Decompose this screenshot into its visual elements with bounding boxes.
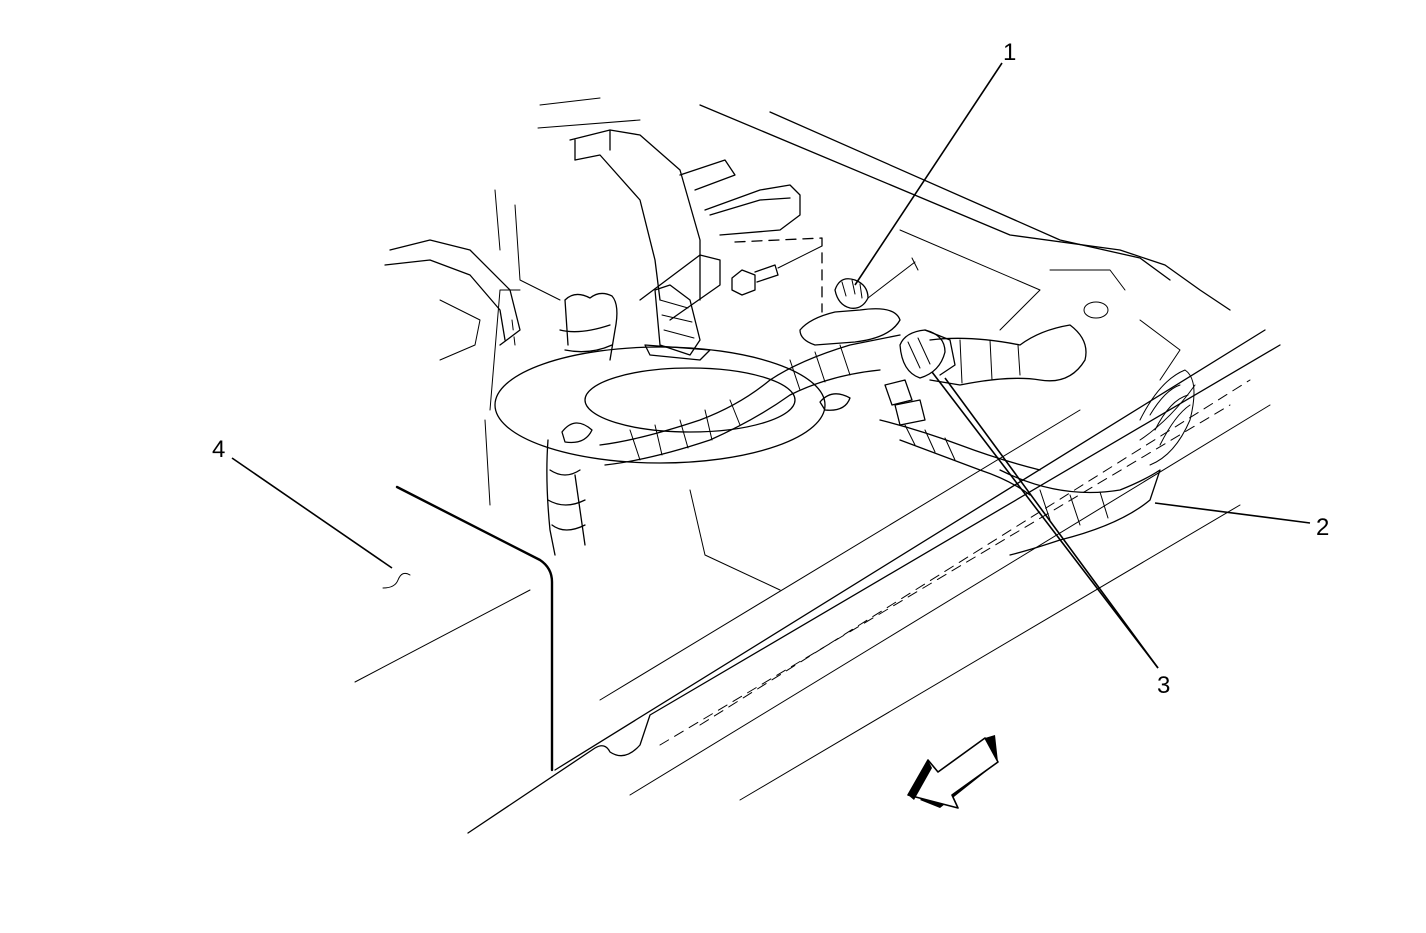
leader-lines: [231, 62, 1311, 669]
leader-line-1: [854, 62, 1003, 286]
suspension-arm: [384, 129, 801, 361]
callout-3: 3: [1157, 672, 1170, 699]
leader-line-4: [231, 457, 393, 569]
leader-line-2: [1154, 502, 1311, 524]
leader-line-3a: [931, 371, 1159, 669]
leader-line-3b: [944, 377, 1159, 669]
harness-bolt: [731, 237, 823, 313]
harness-connector: [884, 329, 956, 426]
harness-bracket: [644, 284, 711, 361]
harness-retainer: [799, 257, 919, 346]
fuel-tank-shield: [354, 485, 554, 772]
wiring-harness: [494, 292, 1161, 556]
rail-spring: [1139, 369, 1196, 466]
frame-rail: [467, 329, 1281, 834]
callout-2: 2: [1316, 514, 1329, 541]
underbody-floor-panel: [484, 97, 1231, 591]
callout-4: 4: [212, 436, 225, 463]
callout-1: 1: [1003, 39, 1016, 66]
front-direction-arrow-icon: [907, 735, 999, 809]
